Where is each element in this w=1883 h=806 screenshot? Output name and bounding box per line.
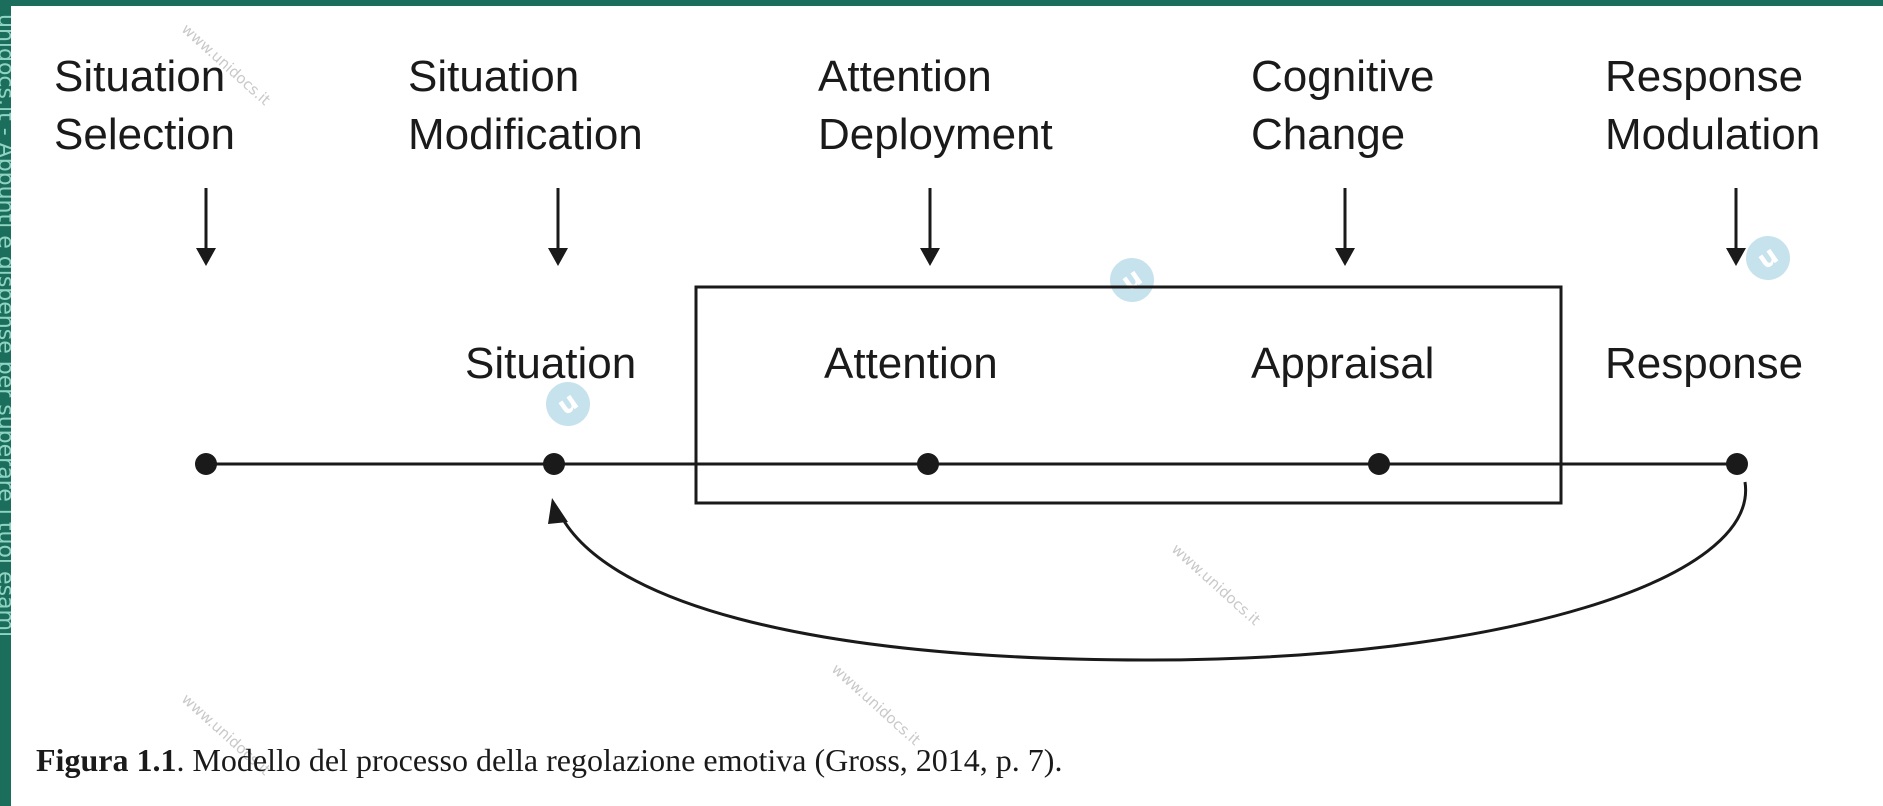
stage-label-situation-selection: Situation Selection <box>54 52 236 159</box>
node-label-situation: Situation <box>465 339 637 388</box>
timeline-node-response <box>1726 453 1748 475</box>
figure-caption-text: . Modello del processo della regolazione… <box>176 742 1063 778</box>
watermark-sidebar: unidocs.it - Appunti e dispense per supe… <box>0 0 11 806</box>
down-arrowhead-response-modulation <box>1726 248 1746 266</box>
stage-arrows <box>196 188 1746 266</box>
node-label-response: Response <box>1605 339 1804 388</box>
feedback-arrow <box>556 481 1748 662</box>
top-brand-bar <box>0 0 1883 6</box>
feedback-arrowhead <box>548 498 568 524</box>
stage-label-cognitive-change: Cognitive Change <box>1251 52 1435 159</box>
timeline-node-situation <box>543 453 565 475</box>
down-arrowhead-cognitive-change <box>1335 248 1355 266</box>
attention-appraisal-box <box>694 285 1563 505</box>
down-arrowhead-attention-deployment <box>920 248 940 266</box>
stage-label-attention-deployment: Attention Deployment <box>818 52 1053 159</box>
timeline-node-start <box>195 453 217 475</box>
figure-caption-label: Figura 1.1 <box>36 742 177 778</box>
node-label-appraisal: Appraisal <box>1251 339 1435 388</box>
timeline-node-attention <box>917 453 939 475</box>
figure-caption: Figura 1.1. Modello del processo della r… <box>36 742 1062 779</box>
stage-label-situation-modification: Situation Modification <box>408 52 643 159</box>
down-arrowhead-situation-selection <box>196 248 216 266</box>
timeline-node-appraisal <box>1368 453 1390 475</box>
stage-label-response-modulation: Response Modulation <box>1605 52 1821 159</box>
down-arrowhead-situation-modification <box>548 248 568 266</box>
node-label-attention: Attention <box>824 339 998 388</box>
